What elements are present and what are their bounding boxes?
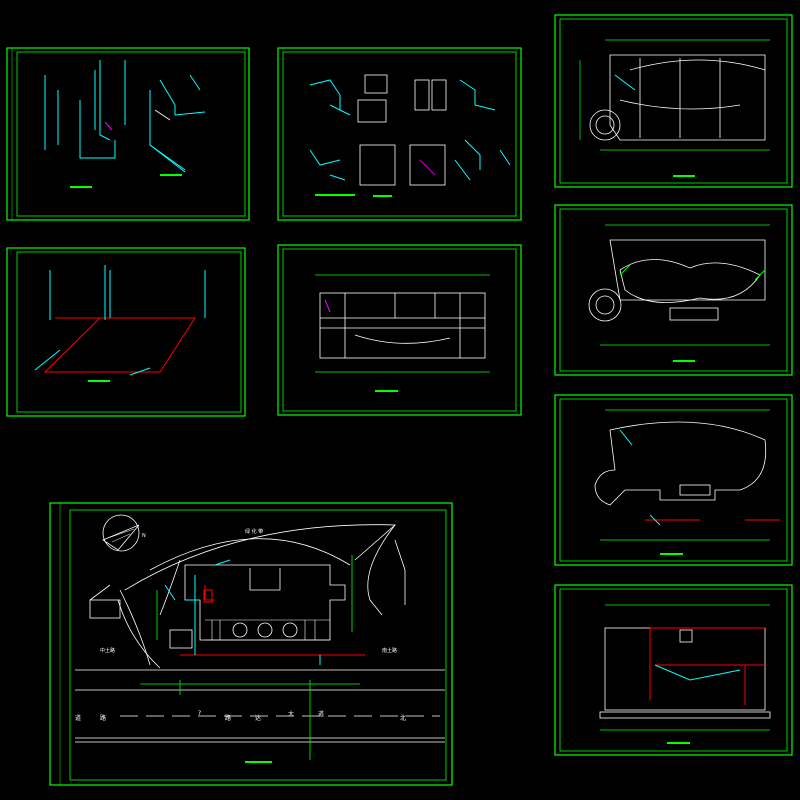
- sheet-first-floor-plan: [554, 14, 793, 188]
- road-char-1: 路: [100, 714, 106, 722]
- svg-text:N: N: [142, 533, 146, 539]
- sheet-site-plan: N: [49, 502, 453, 786]
- sheet-second-floor-plan: [277, 244, 522, 416]
- sheet-ground-floor-right: [554, 584, 793, 756]
- road-char-6: 道: [318, 710, 324, 718]
- sheet-supply-axonometric-2: [6, 247, 246, 417]
- compass-icon: [102, 514, 140, 552]
- sheet-second-floor-right: [554, 204, 793, 376]
- site-left-label: 中土路: [100, 647, 115, 654]
- sheet-third-floor-right: [554, 394, 793, 566]
- road-char-2: ?: [198, 710, 201, 717]
- road-char-3: 路: [225, 714, 231, 722]
- sheet-supply-axonometric-1: [6, 47, 250, 221]
- road-char-0: 道: [75, 714, 81, 722]
- road-char-5: 大: [288, 710, 294, 718]
- site-right-label: 南土路: [382, 647, 397, 654]
- road-char-4: 达: [255, 714, 261, 722]
- road-char-7: 北: [400, 714, 406, 722]
- site-upper-label: 绿 化 带: [245, 528, 263, 535]
- sheet-fixture-details: [277, 47, 522, 221]
